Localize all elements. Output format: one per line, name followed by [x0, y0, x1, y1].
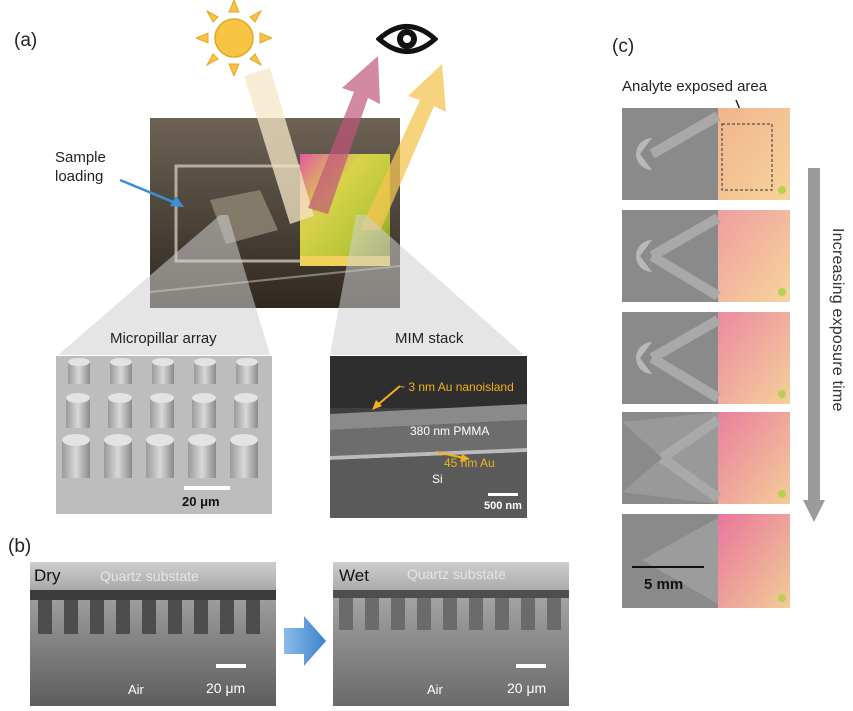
mim-sem-image: ~ 3 nm Au nanoisland 380 nm PMMA 45 nm A… — [330, 356, 527, 518]
micropillar-scale-bar — [184, 486, 230, 490]
mim-title: MIM stack — [395, 330, 464, 347]
dry-scale-bar — [216, 664, 246, 668]
wet-sem-image: Wet Quartz substate Air 20 μm — [333, 562, 569, 706]
panel-label-a: (a) — [14, 30, 38, 51]
pmma-label: 380 nm PMMA — [410, 424, 490, 438]
au-nanoisland-label: ~ 3 nm Au nanoisland — [398, 380, 514, 394]
strip-4 — [622, 412, 790, 504]
mim-scale-bar — [488, 493, 518, 496]
micropillar-title: Micropillar array — [110, 330, 217, 347]
sample-loading-arrow — [119, 178, 184, 207]
dry-air-label: Air — [128, 682, 144, 697]
light-beams — [244, 56, 446, 230]
sample-loading-line2: loading — [55, 168, 104, 185]
strip-3 — [622, 312, 790, 404]
strip-scale-bar — [632, 566, 704, 568]
wet-substrate-label: Quartz substate — [407, 566, 506, 582]
analyte-exposed-label: Analyte exposed area — [622, 78, 768, 95]
exposure-time-label: Increasing exposure time — [829, 228, 846, 412]
eye-icon — [376, 24, 438, 54]
panel-label-b: (b) — [8, 536, 32, 557]
wet-scale-bar — [516, 664, 546, 668]
sample-loading-label: Sample loading — [55, 148, 106, 186]
exposure-time-arrow — [803, 168, 825, 522]
sun-icon — [196, 0, 272, 76]
au45-label: 45 nm Au — [444, 456, 495, 470]
sample-loading-line1: Sample — [55, 149, 106, 166]
si-label: Si — [432, 472, 443, 486]
mim-scale-label: 500 nm — [484, 500, 522, 512]
dry-to-wet-arrow-icon — [284, 616, 326, 666]
wet-air-label: Air — [427, 682, 443, 697]
strip-1 — [622, 108, 790, 200]
au45-arrow — [435, 451, 470, 462]
dry-label: Dry — [34, 566, 61, 585]
strip-5: 5 mm — [622, 514, 790, 608]
dry-substrate-label: Quartz substate — [100, 568, 199, 584]
au-nanoisland-arrow — [372, 385, 401, 410]
strip-2 — [622, 210, 790, 302]
dry-scale-label: 20 μm — [206, 680, 246, 696]
wet-scale-label: 20 μm — [507, 680, 547, 696]
micropillar-scale-label: 20 μm — [182, 494, 220, 509]
wet-label: Wet — [339, 566, 369, 585]
zoom-callouts — [58, 215, 522, 355]
dry-sem-image: Dry Quartz substate Air 20 μm — [30, 562, 276, 706]
strip-scale-label: 5 mm — [644, 576, 684, 593]
micropillar-sem-image: 20 μm — [56, 356, 272, 514]
panel-label-c: (c) — [612, 36, 635, 57]
